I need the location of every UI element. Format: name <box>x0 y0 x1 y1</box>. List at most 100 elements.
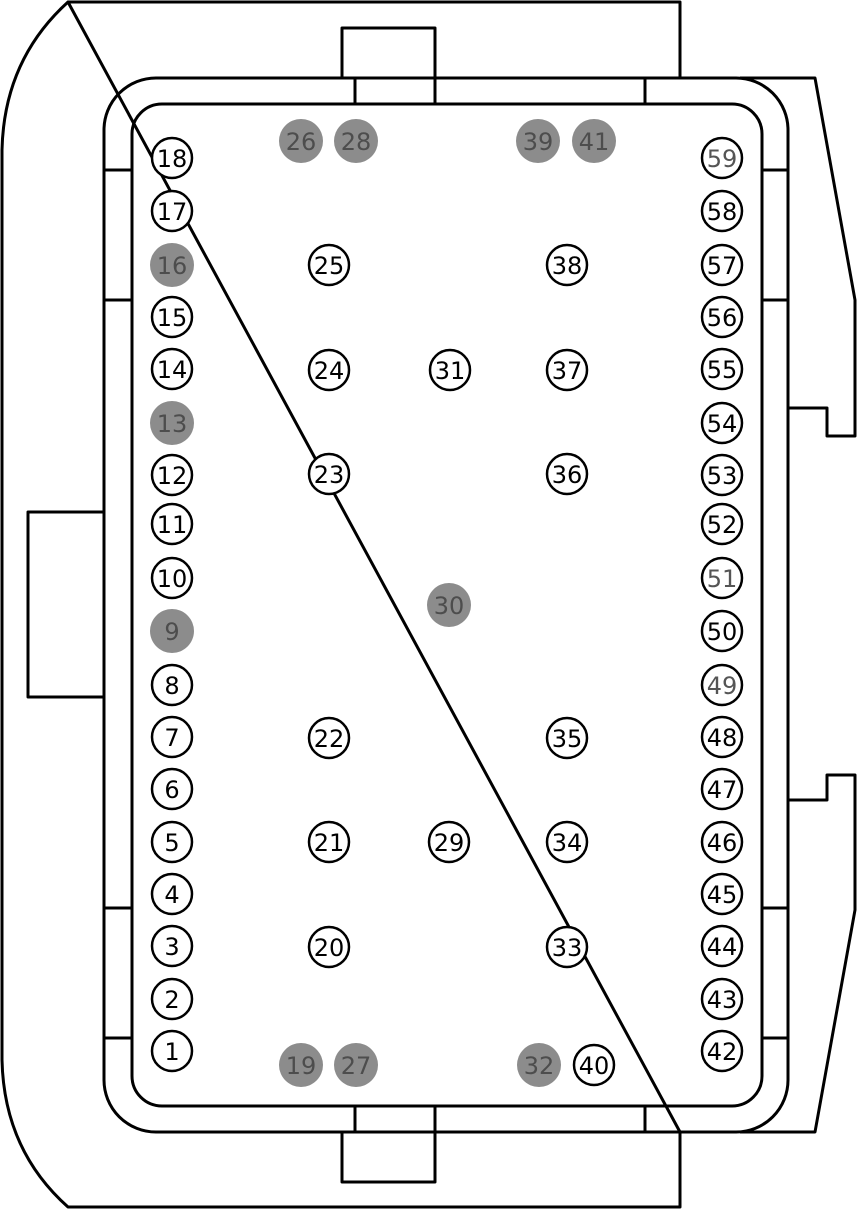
pin-label: 29 <box>434 829 465 857</box>
pin-18: 18 <box>150 136 194 180</box>
pin-circle <box>700 872 744 916</box>
pin-label: 45 <box>707 881 738 909</box>
pin-46: 46 <box>700 820 744 864</box>
pin-25: 25 <box>307 243 351 287</box>
pin-label: 49 <box>707 672 738 700</box>
pin-31: 31 <box>428 348 472 392</box>
pin-label: 56 <box>707 304 738 332</box>
frame-outer <box>102 76 790 1134</box>
pin-circle <box>700 502 744 546</box>
pin-label: 19 <box>286 1052 317 1080</box>
pin-circle <box>700 924 744 968</box>
pin-label: 5 <box>164 829 179 857</box>
pin-label: 20 <box>314 934 345 962</box>
pin-label: 44 <box>707 933 738 961</box>
pin-12: 12 <box>150 453 194 497</box>
pin-40: 40 <box>572 1043 616 1087</box>
pin-22: 22 <box>307 716 351 760</box>
pin-37: 37 <box>545 348 589 392</box>
frame-bottom-separators <box>353 1106 647 1132</box>
pin-32: 32 <box>517 1043 561 1087</box>
pin-circle <box>700 401 744 445</box>
pin-circle <box>428 348 472 392</box>
pin-circle <box>150 136 194 180</box>
pin-circle <box>545 348 589 392</box>
pin-9: 9 <box>150 609 194 653</box>
pin-circle <box>516 119 560 163</box>
pin-label: 6 <box>164 776 179 804</box>
pin-label: 39 <box>523 128 554 156</box>
pin-circle <box>307 820 351 864</box>
pin-circle <box>150 977 194 1021</box>
pin-label: 25 <box>314 252 345 280</box>
pin-circle <box>545 716 589 760</box>
pin-label: 15 <box>157 304 188 332</box>
pin-circle <box>150 189 194 233</box>
pin-49: 49 <box>700 663 744 707</box>
pin-circle <box>700 189 744 233</box>
pin-5: 5 <box>150 820 194 864</box>
pin-52: 52 <box>700 502 744 546</box>
pin-circle <box>427 820 471 864</box>
pin-38: 38 <box>545 243 589 287</box>
pin-23: 23 <box>307 452 351 496</box>
pin-11: 11 <box>150 502 194 546</box>
pin-label: 3 <box>164 933 179 961</box>
pin-label: 34 <box>552 829 583 857</box>
pin-20: 20 <box>307 925 351 969</box>
pin-28: 28 <box>334 119 378 163</box>
pin-circle <box>150 609 194 653</box>
pin-label: 24 <box>314 357 345 385</box>
pin-circle <box>307 348 351 392</box>
pin-label: 26 <box>286 128 317 156</box>
pin-label: 8 <box>164 672 179 700</box>
pin-label: 40 <box>579 1052 610 1080</box>
pin-17: 17 <box>150 189 194 233</box>
pin-44: 44 <box>700 924 744 968</box>
pin-circle <box>572 1043 616 1087</box>
pin-6: 6 <box>150 767 194 811</box>
bottom-key-tab <box>340 1132 437 1184</box>
pin-39: 39 <box>516 119 560 163</box>
right-lock-wedge <box>740 76 857 1134</box>
pin-45: 45 <box>700 872 744 916</box>
pin-label: 21 <box>314 829 345 857</box>
pin-27: 27 <box>334 1043 378 1087</box>
pin-56: 56 <box>700 295 744 339</box>
pin-circle <box>150 347 194 391</box>
pin-13: 13 <box>150 401 194 445</box>
pin-58: 58 <box>700 189 744 233</box>
pin-circle <box>334 119 378 163</box>
pin-7: 7 <box>150 715 194 759</box>
pin-51: 51 <box>700 556 744 600</box>
pin-29: 29 <box>427 820 471 864</box>
pin-circle <box>700 556 744 600</box>
pin-label: 23 <box>314 461 345 489</box>
pin-circle <box>150 243 194 287</box>
pin-label: 54 <box>707 410 738 438</box>
pin-label: 16 <box>157 252 188 280</box>
pin-circle <box>150 767 194 811</box>
pin-label: 28 <box>341 128 372 156</box>
pin-42: 42 <box>700 1029 744 1073</box>
pin-circle <box>700 295 744 339</box>
pin-circle <box>700 1029 744 1073</box>
top-key-tab <box>340 26 437 78</box>
right-frame-notches <box>762 168 788 1040</box>
pin-1: 1 <box>150 1029 194 1073</box>
pin-circle <box>307 716 351 760</box>
pin-circle <box>150 924 194 968</box>
pin-label: 58 <box>707 198 738 226</box>
pin-label: 35 <box>552 725 583 753</box>
frame-top-separators <box>353 78 647 104</box>
pin-circle <box>279 119 323 163</box>
pin-label: 2 <box>164 986 179 1014</box>
pin-15: 15 <box>150 295 194 339</box>
pin-label: 7 <box>164 724 179 752</box>
pin-circle <box>545 243 589 287</box>
pin-circle <box>427 583 471 627</box>
pin-label: 22 <box>314 725 345 753</box>
pin-57: 57 <box>700 243 744 287</box>
